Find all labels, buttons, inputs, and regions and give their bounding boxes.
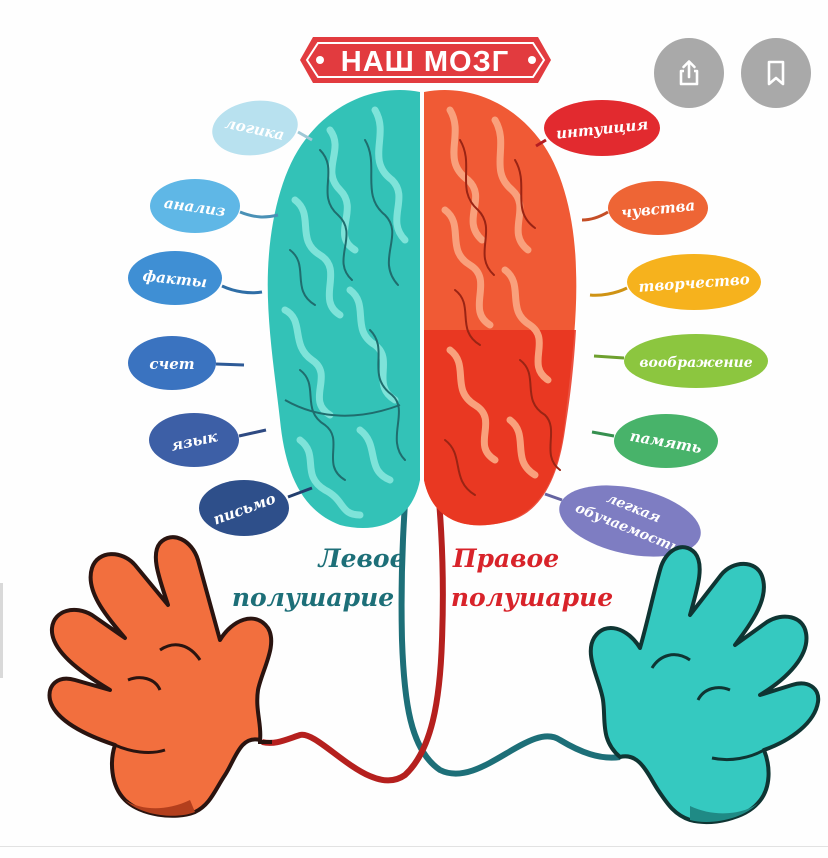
left-label-line1: Левое	[316, 544, 405, 573]
right-hand	[588, 545, 821, 825]
skill-bubble-memory: память	[591, 414, 718, 468]
skill-bubble-facts: факты	[128, 251, 263, 305]
title-text: НАШ МОЗГ	[341, 46, 509, 78]
skill-bubble-imagination: воображение	[593, 334, 768, 388]
skill-bubble-creativity: творчество	[589, 254, 761, 310]
left-hemisphere	[267, 90, 420, 528]
skill-label: воображение	[639, 355, 752, 371]
right-wire	[261, 429, 446, 784]
scroll-edge-indicator	[0, 583, 3, 678]
title-banner: НАШ МОЗГ	[300, 37, 551, 83]
right-skills: интуиция чувства творчество воображение …	[535, 100, 768, 557]
skill-bubble-writing: письмо	[199, 480, 313, 536]
left-label-line2: полушарие	[232, 583, 394, 612]
share-icon	[679, 60, 699, 86]
right-hemisphere	[424, 90, 577, 526]
share-button[interactable]	[654, 38, 724, 108]
skill-label: счет	[149, 355, 194, 373]
left-skills: логика анализ факты счет язык письмо	[128, 100, 313, 536]
right-label-line2: полушарие	[451, 583, 613, 612]
divider	[0, 846, 828, 847]
skill-bubble-language: язык	[149, 413, 267, 467]
skill-bubble-logic: логика	[212, 100, 313, 156]
skill-bubble-feelings: чувства	[581, 181, 708, 235]
left-wire	[398, 429, 621, 777]
bookmark-icon	[767, 60, 785, 86]
skill-bubble-analysis: анализ	[150, 179, 279, 233]
skill-bubble-counting: счет	[128, 336, 245, 390]
skill-bubble-intuition: интуиция	[535, 100, 660, 156]
save-button[interactable]	[741, 38, 811, 108]
right-label-line1: Правое	[452, 544, 559, 573]
left-hand	[47, 535, 274, 818]
